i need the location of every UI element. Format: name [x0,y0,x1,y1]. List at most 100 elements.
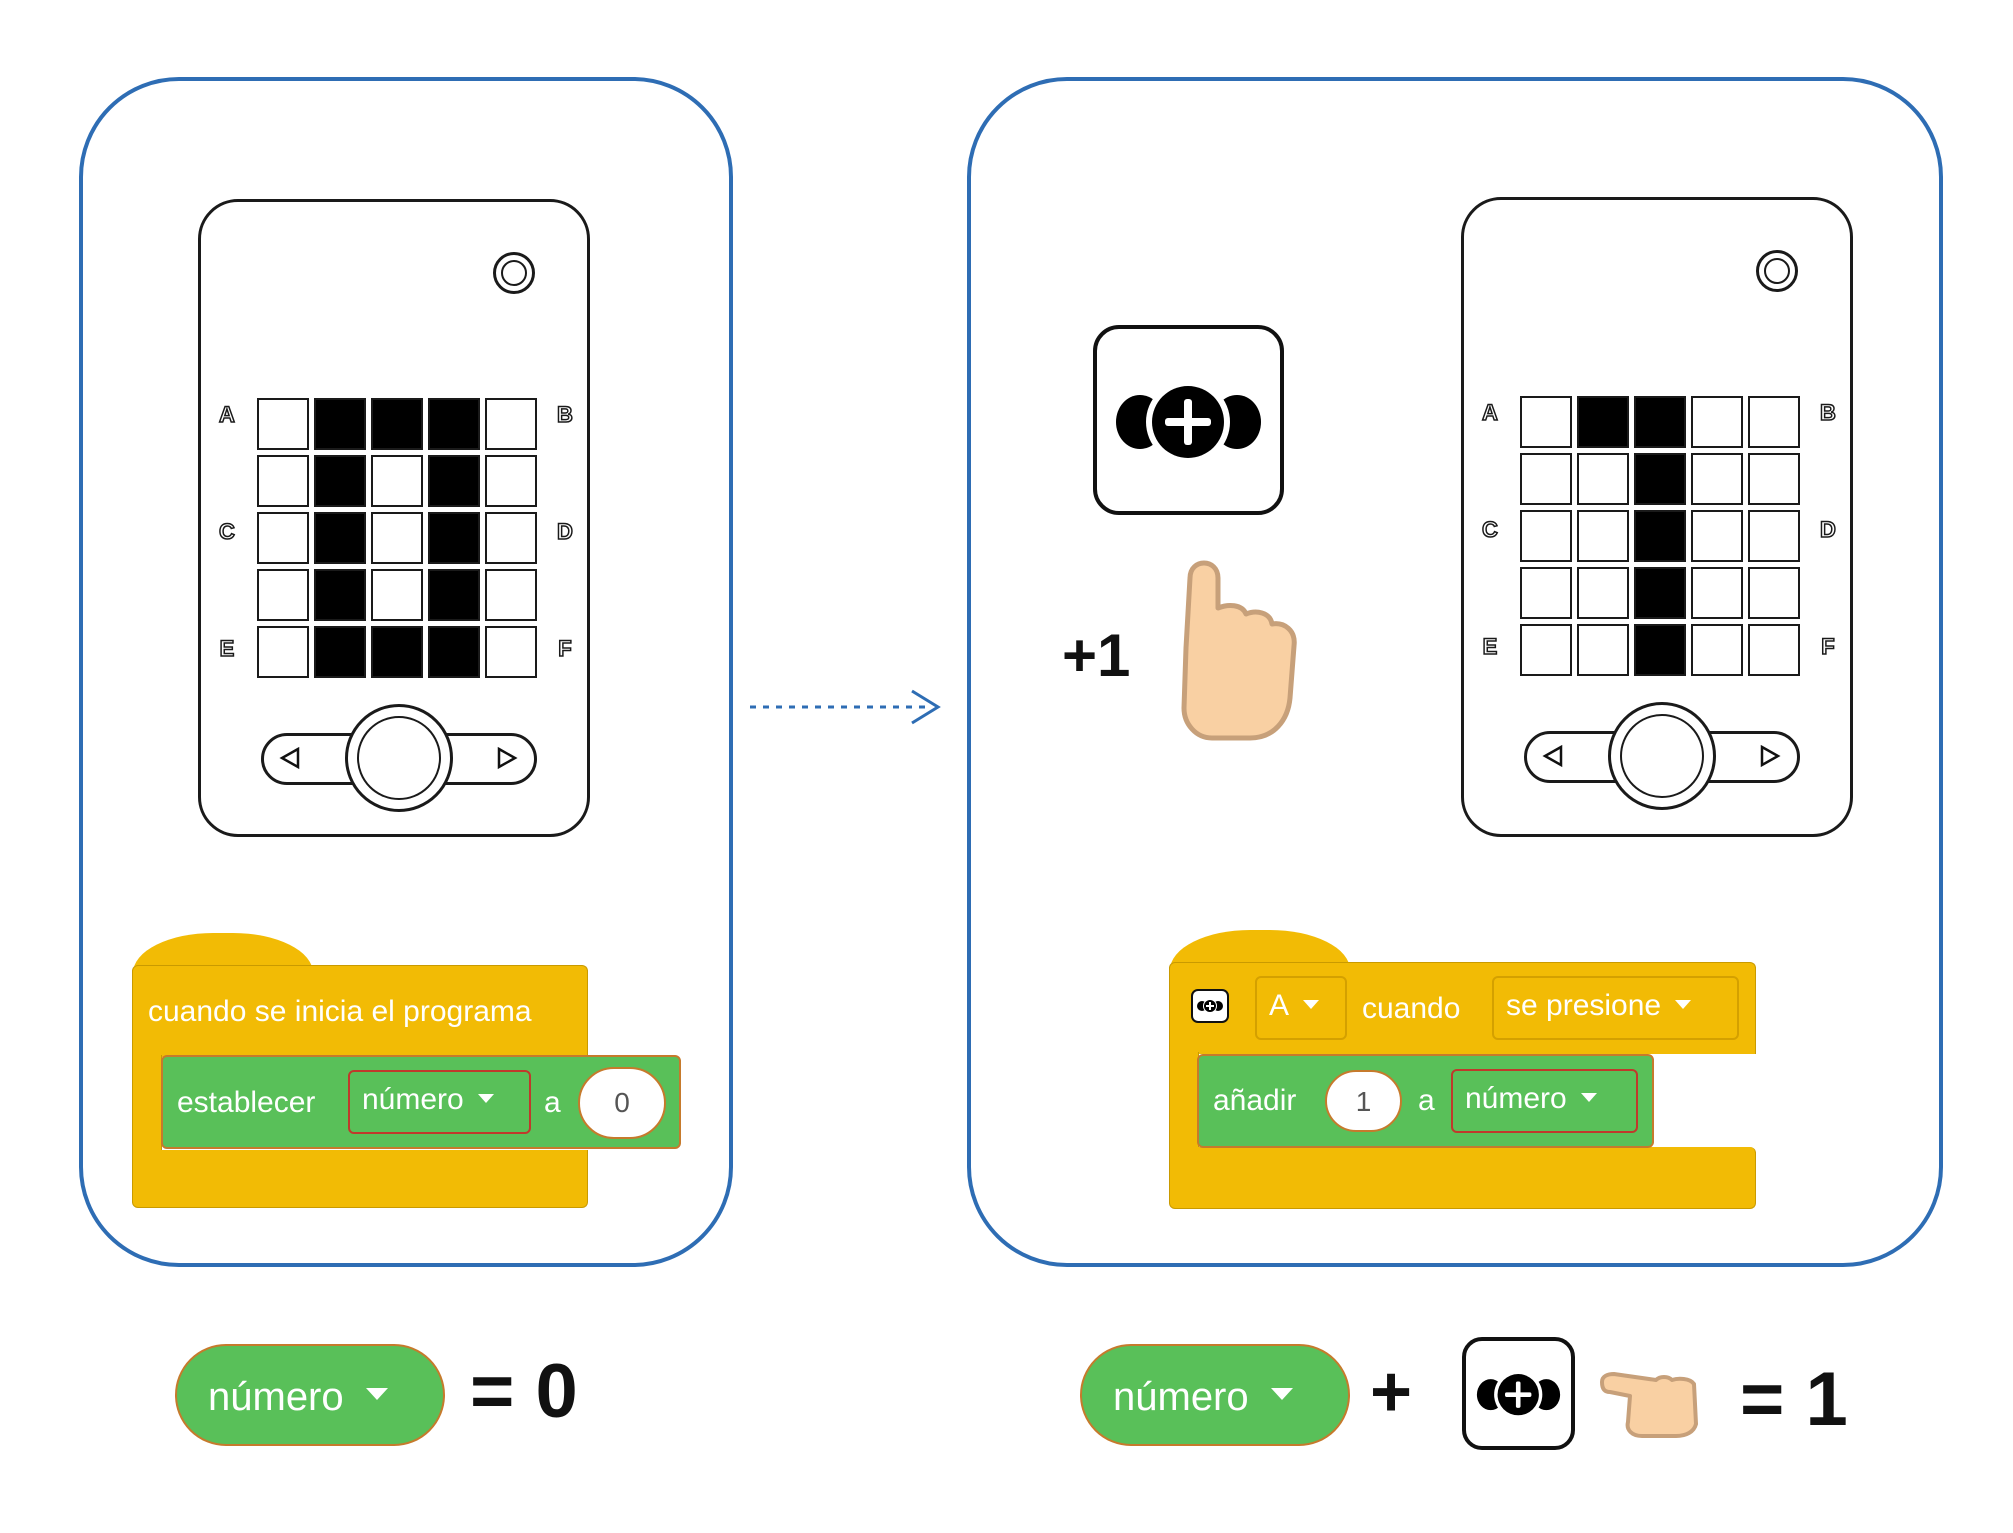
variable-dropdown[interactable]: número [348,1070,531,1134]
led-cell [1691,453,1743,505]
device-right: A B C D E F [1461,197,1853,837]
led-cell [1748,510,1800,562]
controller-button[interactable] [1093,325,1284,515]
led-cell [1634,453,1686,505]
hat-block-foot [1169,1147,1756,1209]
hat-block-start[interactable] [132,965,588,1057]
port-label-e: E [1482,633,1498,660]
controller-plus-icon [1476,1370,1561,1419]
led-cell [1748,567,1800,619]
pointing-hand-icon [1600,1372,1698,1438]
variable-reporter-label: número [208,1375,344,1419]
status-led [493,252,535,294]
controller-button-small[interactable] [1462,1337,1575,1450]
chevron-down-icon [477,1093,494,1103]
led-cell [1577,510,1629,562]
set-block-to: a [544,1086,561,1119]
led-cell [371,626,423,678]
add-block-to: a [1418,1084,1435,1117]
led-cell [1634,624,1686,676]
led-cell [371,398,423,450]
led-cell [485,398,537,450]
led-cell [1748,624,1800,676]
led-cell [1634,396,1686,448]
led-cell [1520,624,1572,676]
led-cell [257,455,309,507]
controller-plus-icon [1116,380,1261,464]
led-cell [428,455,480,507]
port-label-e: E [219,635,235,662]
chevron-down-icon [1303,999,1320,1009]
led-cell [314,512,366,564]
port-dropdown-label: A [1269,989,1290,1022]
led-cell [314,455,366,507]
dotted-arrow-icon [750,689,941,725]
action-dropdown[interactable]: se presione [1492,976,1739,1040]
variable-reporter[interactable]: número [1080,1344,1350,1446]
port-label-a: A [1481,399,1498,426]
led-cell [314,398,366,450]
set-block-label: establecer [177,1086,316,1119]
variable-reporter[interactable]: número [175,1344,445,1446]
led-cell [1634,567,1686,619]
led-cell [257,398,309,450]
center-button[interactable] [1608,702,1716,810]
event-block-when: cuando [1362,992,1461,1025]
led-cell [485,569,537,621]
port-label-f: F [558,635,573,662]
led-cell [1577,567,1629,619]
led-cell [1577,453,1629,505]
led-cell [314,626,366,678]
port-dropdown[interactable]: A [1255,976,1347,1040]
led-cell [485,455,537,507]
led-cell [371,569,423,621]
led-cell [1577,396,1629,448]
port-label-b: B [556,401,573,428]
status-led [1756,250,1798,292]
led-cell [371,512,423,564]
port-label-a: A [218,401,235,428]
controller-mini-icon [1191,989,1229,1023]
led-cell [428,569,480,621]
plus-one-label: +1 [1062,622,1131,689]
led-cell [485,626,537,678]
variable-reporter-label: número [1113,1375,1249,1419]
led-cell [371,455,423,507]
center-button[interactable] [345,704,453,812]
add-value-input[interactable]: 1 [1325,1070,1402,1132]
device-left: A B C D E F [198,199,590,837]
hat-block-label: cuando se inicia el programa [148,995,532,1028]
arrow-left-icon[interactable] [276,744,306,774]
add-block-label: añadir [1213,1084,1297,1117]
port-label-f: F [1821,633,1836,660]
chevron-down-icon [1270,1388,1293,1401]
arrow-right-icon[interactable] [492,744,522,774]
chevron-down-icon [1580,1092,1597,1102]
arrow-right-icon[interactable] [1755,742,1785,772]
led-cell [1520,396,1572,448]
action-dropdown-label: se presione [1506,989,1662,1022]
chevron-down-icon [365,1388,388,1401]
variable-dropdown[interactable]: número [1451,1069,1638,1133]
led-cell [485,512,537,564]
led-cell [428,398,480,450]
value-input[interactable]: 0 [578,1067,666,1139]
led-cell [1577,624,1629,676]
result-value: = 1 [1740,1357,1848,1442]
led-cell [428,626,480,678]
led-cell [1520,453,1572,505]
led-cell [1691,396,1743,448]
initial-value-result: = 0 [470,1349,578,1434]
hat-block-body [1169,1052,1199,1152]
led-cell [314,569,366,621]
led-cell [1691,567,1743,619]
led-cell [1748,396,1800,448]
port-label-c: C [218,518,235,545]
variable-dropdown-label: número [362,1083,464,1116]
port-label-d: D [556,518,573,545]
variable-dropdown-label: número [1465,1082,1567,1115]
hat-block-foot [132,1150,588,1208]
led-cell [257,569,309,621]
arrow-left-icon[interactable] [1539,742,1569,772]
led-cell [1691,510,1743,562]
